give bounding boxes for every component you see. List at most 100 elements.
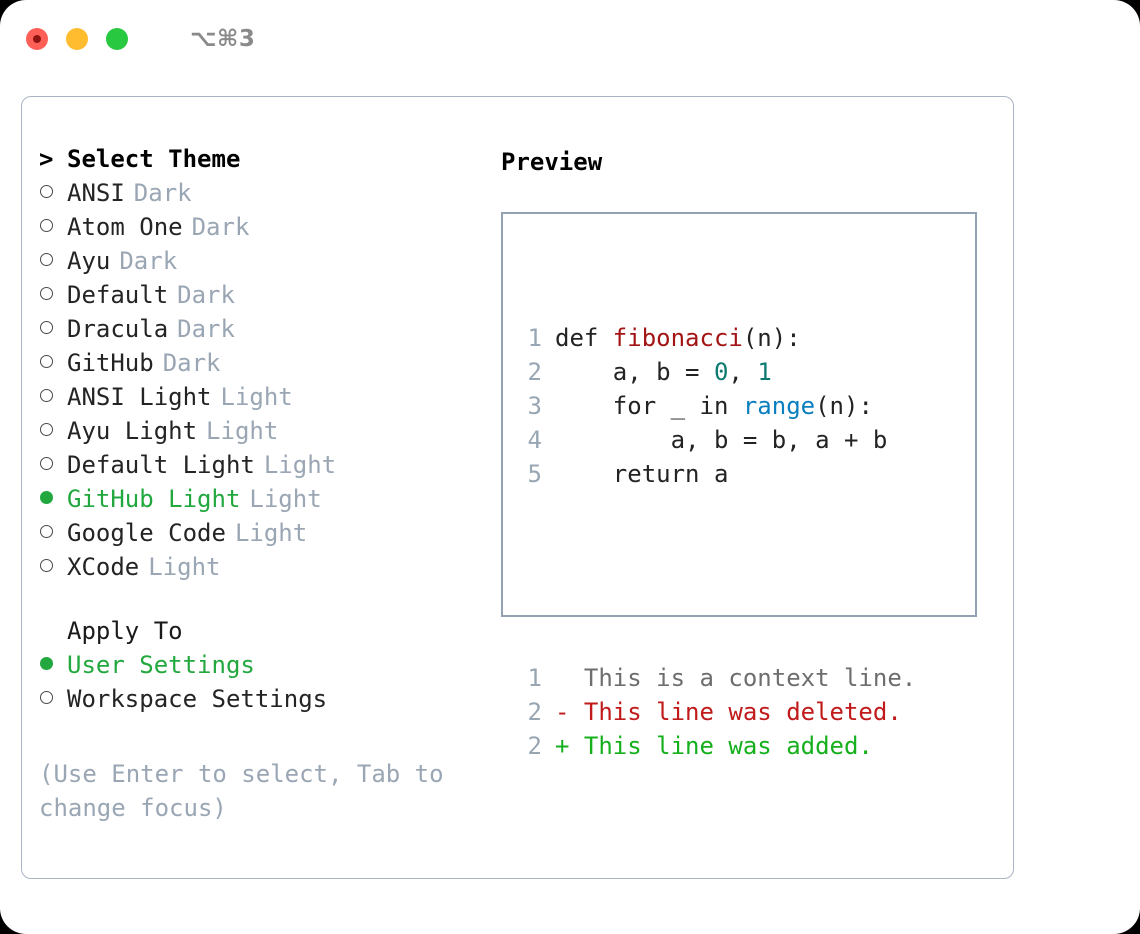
diff-sample: 1 This is a context line.2- This line wa… — [520, 661, 917, 763]
theme-variant-tag: Dark — [162, 349, 221, 377]
theme-list-item[interactable]: ANSI Light Light — [39, 383, 489, 417]
radio-unselected-icon — [39, 521, 67, 545]
code-token: , — [728, 358, 758, 386]
code-token: 1 — [757, 358, 772, 386]
radio-unselected-icon — [39, 317, 67, 341]
theme-name-label: Ayu — [67, 247, 111, 275]
theme-variant-tag: Light — [249, 485, 322, 513]
list-spacer — [39, 587, 489, 617]
code-token: a, b = b, a + b — [555, 426, 888, 454]
radio-unselected-icon — [39, 419, 67, 443]
radio-unselected-icon — [39, 555, 67, 579]
theme-list-item[interactable]: GitHub Light Light — [39, 485, 489, 519]
hollow-circle-icon — [40, 457, 53, 470]
code-line: 3 for _ in range(n): — [520, 389, 916, 423]
radio-selected-icon — [39, 653, 67, 677]
radio-unselected-icon — [39, 351, 67, 375]
maximize-button[interactable] — [106, 28, 128, 50]
hollow-circle-icon — [40, 185, 53, 198]
theme-variant-tag: Dark — [177, 281, 235, 309]
theme-list-item[interactable]: Default Dark — [39, 281, 489, 315]
theme-name-label: Atom One — [67, 213, 183, 241]
line-number: 3 — [527, 392, 542, 420]
theme-variant-tag: Light — [220, 383, 293, 411]
diff-line: 1 This is a context line. — [520, 661, 917, 695]
apply-to-label: User Settings — [67, 651, 255, 679]
hollow-circle-icon — [40, 525, 53, 538]
radio-unselected-icon — [39, 215, 67, 239]
theme-name-label: Default — [67, 281, 169, 309]
line-number: 1 — [527, 664, 542, 692]
code-token: def — [555, 324, 613, 352]
code-token: return a — [555, 460, 729, 488]
apply-to-option[interactable]: User Settings — [39, 651, 489, 685]
theme-variant-tag: Dark — [177, 315, 235, 343]
theme-name-label: GitHub Light — [67, 485, 241, 513]
theme-list-item[interactable]: XCode Light — [39, 553, 489, 587]
theme-variant-tag: Dark — [191, 213, 250, 241]
diff-line: 2 + This line was added. — [520, 729, 916, 763]
theme-name-label: ANSI Light — [67, 383, 212, 411]
keyboard-hint: (Use Enter to select, Tab to change focu… — [39, 760, 444, 822]
theme-name-label: Google Code — [67, 519, 226, 547]
theme-name-label: Default Light — [67, 451, 255, 479]
keyboard-shortcut-label: ⌥⌘3 — [190, 26, 256, 52]
hollow-circle-icon — [40, 355, 53, 368]
hollow-circle-icon — [40, 321, 53, 334]
code-token: fibonacci — [612, 324, 743, 352]
hollow-circle-icon — [40, 287, 53, 300]
theme-list-item[interactable]: Dracula Dark — [39, 315, 489, 349]
close-button[interactable] — [26, 28, 48, 50]
code-token: a, b = — [555, 358, 714, 386]
theme-variant-tag: Light — [234, 519, 308, 547]
code-token: (n): — [815, 392, 873, 420]
theme-name-label: Ayu Light — [67, 417, 198, 445]
hollow-circle-icon — [40, 219, 53, 232]
theme-name-label: XCode — [67, 553, 140, 581]
code-line: 4 a, b = b, a + b — [520, 423, 916, 457]
line-number: 1 — [527, 324, 542, 352]
apply-to-option[interactable]: Workspace Settings — [39, 685, 489, 719]
theme-list-item[interactable]: Google Code Light — [39, 519, 489, 553]
filled-circle-icon — [40, 657, 53, 670]
theme-variant-tag: Light — [148, 553, 221, 581]
theme-list-item[interactable]: Atom One Dark — [39, 213, 489, 247]
apply-to-label: Workspace Settings — [67, 685, 328, 713]
radio-unselected-icon — [39, 181, 67, 205]
window-controls — [26, 28, 128, 50]
code-token: (n): — [742, 324, 801, 352]
hollow-circle-icon — [40, 253, 53, 266]
code-token: range — [742, 392, 816, 420]
line-number: 5 — [527, 460, 542, 488]
cursor-marker-icon: > — [39, 145, 54, 173]
code-diff-gap — [520, 559, 916, 593]
theme-name-label: ANSI — [67, 179, 125, 207]
line-number: 2 — [527, 358, 542, 386]
diff-text: + This line was added. — [555, 732, 873, 760]
line-number: 4 — [527, 426, 542, 454]
hollow-circle-icon — [40, 389, 53, 402]
apply-to-heading: Apply To — [67, 617, 183, 645]
diff-line: 2- This line was deleted. — [520, 695, 916, 729]
theme-name-label: Dracula — [67, 315, 169, 343]
radio-unselected-icon — [39, 283, 67, 307]
radio-unselected-icon — [39, 249, 67, 273]
hollow-circle-icon — [40, 559, 53, 572]
radio-unselected-icon — [39, 453, 67, 477]
select-theme-heading: > Select Theme — [39, 145, 489, 179]
code-token: for _ in — [555, 392, 743, 420]
line-number: 2 — [527, 732, 542, 760]
minimize-button[interactable] — [66, 28, 88, 50]
